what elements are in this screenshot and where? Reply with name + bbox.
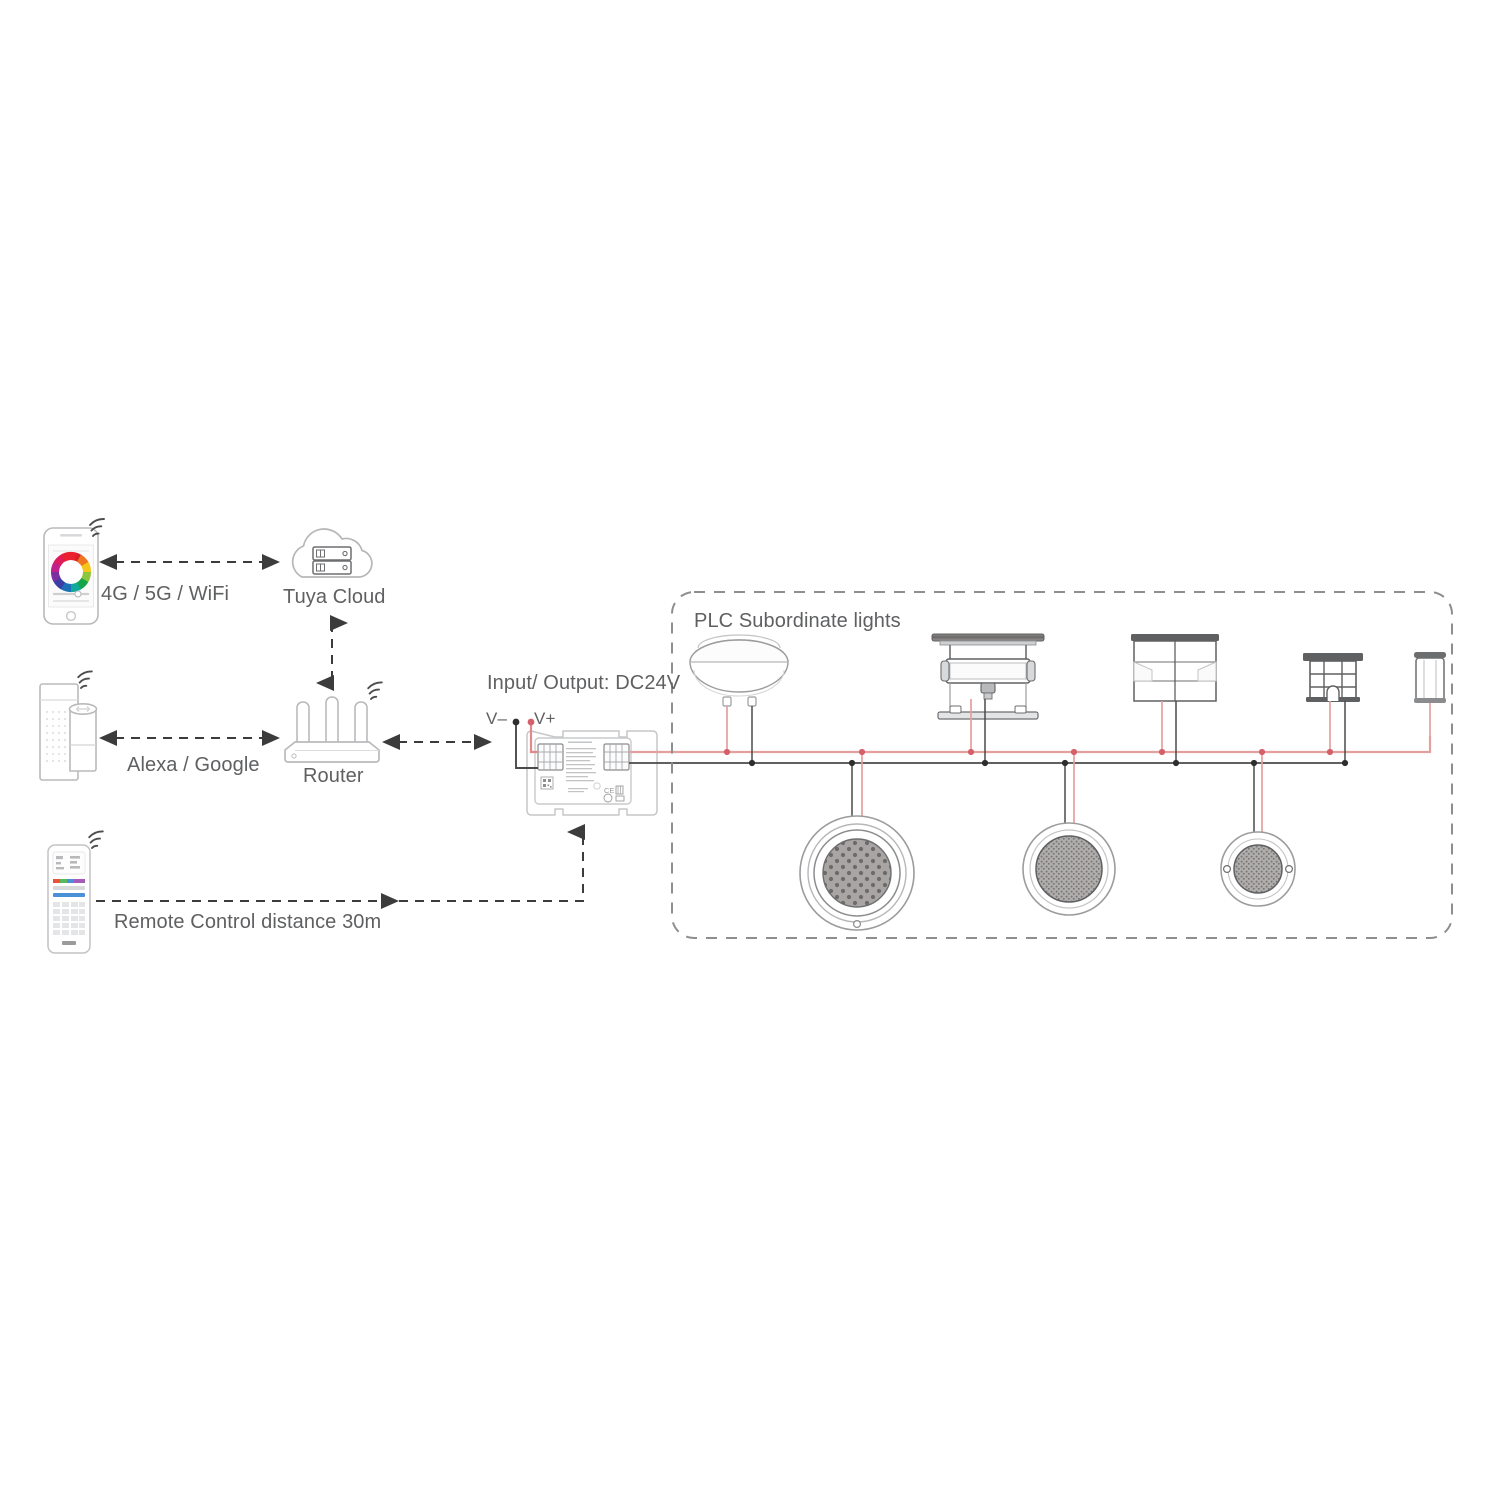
fountain-spot-light [931,633,1045,767]
small-round-pool-light [1220,748,1296,907]
label-voice-link: Alexa / Google [127,754,260,776]
wifi-signal-icon [89,518,105,537]
label-power-spec: Input/ Output: DC24V [487,672,681,694]
label-router: Router [303,765,364,787]
certification-marks-icon: CE [603,785,625,803]
qr-code-icon [540,776,554,790]
output-bus-wires [629,736,1432,764]
cylinder-inground-light [1414,652,1446,736]
router-icon [284,696,380,763]
par56-pool-lamp [689,634,789,767]
remote-control-icon [47,844,91,954]
link-remote-controller [383,824,585,902]
label-mobile-link: 4G / 5G / WiFi [101,583,230,605]
smart-speaker-icon [39,683,98,781]
wifi-signal-icon-remote [88,830,104,849]
medium-round-pool-light [1022,748,1116,916]
svg-text:CE: CE [604,786,614,795]
grille-inground-light [1303,653,1363,767]
wifi-signal-icon-speaker [77,670,93,689]
plc-zone-boundary [671,591,1453,939]
label-tuya-cloud: Tuya Cloud [283,586,386,608]
wifi-signal-icon-router [367,681,383,700]
rectangular-wall-light [1131,634,1219,767]
cloud-icon [291,528,373,578]
label-terminal-positive: V+ [534,709,556,728]
controller-module-icon: CE [526,730,658,816]
label-plc-zone: PLC Subordinate lights [694,610,901,632]
power-input-wires [512,718,538,769]
smartphone-app-icon [43,527,99,625]
label-terminal-negative: V– [486,709,507,728]
large-round-pool-light [799,748,915,931]
label-remote-link: Remote Control distance 30m [114,911,382,933]
